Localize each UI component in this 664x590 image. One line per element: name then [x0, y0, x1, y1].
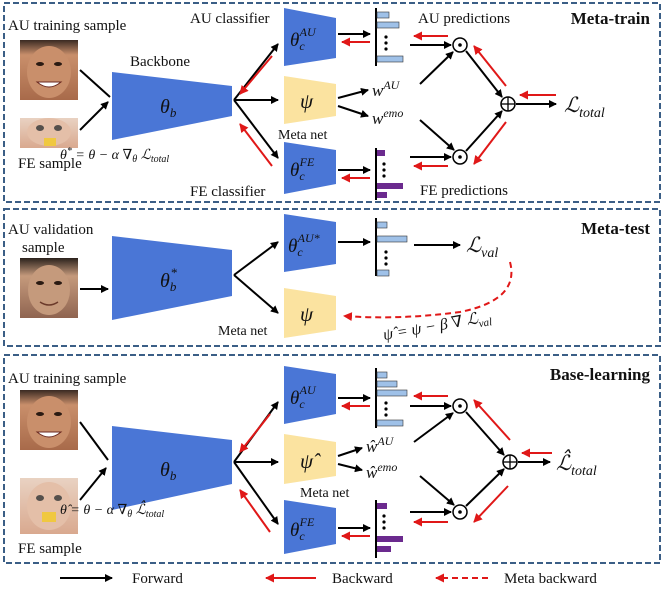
bl-au-multiply-to-sum-arrow: [465, 411, 505, 456]
meta-test-backbone-to-meta-net-arrow: [233, 274, 279, 314]
bl-fe-multiply-to-sum-arrow: [465, 468, 505, 507]
au-training-sample-label: AU training sample: [8, 18, 127, 34]
au-validation-label-line1: AU validation: [8, 222, 94, 238]
bl-fe-to-backbone-arrow: [79, 467, 107, 501]
w-emo-weight: wemo: [372, 106, 403, 128]
base-learning-title: Base-learning: [550, 365, 651, 384]
validation-face-image: [20, 258, 78, 318]
au-multiply-to-sum-arrow: [465, 50, 503, 98]
au-to-backbone-arrow: [79, 69, 111, 98]
bl-w-emo-to-multiply-arrow: [419, 475, 455, 506]
fe-classifier-symbol: θcFE: [290, 155, 315, 183]
w-au-to-multiply-arrow: [419, 51, 454, 85]
au-face-image: [20, 40, 78, 100]
meta-test-meta-net-block: [284, 288, 336, 338]
meta-backward-arrow: [343, 261, 513, 322]
backbone-label: Backbone: [130, 54, 190, 70]
bl-fe-predictions-bars: [375, 500, 403, 558]
bl-meta-net-block: [284, 434, 336, 484]
bl-total-loss: ℒ̂total: [556, 449, 597, 479]
meta-test-border: [3, 208, 661, 347]
base-learning-panel: Base-learning AU training sample FE samp…: [3, 354, 661, 564]
meta-train-title: Meta-train: [571, 9, 651, 28]
bl-meta-net-to-w-emo-arrow: [337, 463, 363, 473]
meta-net-to-w-emo-arrow: [337, 105, 369, 118]
meta-test-meta-net-symbol: ψ: [300, 302, 314, 326]
backward-au-to-backbone-arrow: [239, 55, 273, 95]
meta-net-label: Meta net: [278, 128, 327, 143]
fe-classifier-label: FE classifier: [190, 184, 265, 200]
fe-to-backbone-arrow: [79, 101, 109, 131]
base-learning-border: [3, 354, 661, 564]
legend-meta-backward-label: Meta backward: [504, 571, 597, 587]
meta-net-to-w-au-arrow: [337, 87, 369, 99]
bl-au-classifier-block: [284, 366, 336, 424]
backward-fe-to-backbone-arrow: [239, 123, 273, 167]
meta-train-border: [3, 2, 661, 203]
au-classifier-label: AU classifier: [190, 11, 270, 27]
bl-au-predictions-bars: [375, 368, 408, 428]
w-au-weight: wAU: [372, 78, 401, 100]
meta-test-au-predictions-bars: [375, 218, 408, 277]
meta-test-meta-net-label: Meta net: [218, 324, 267, 339]
bl-backbone-block: [112, 426, 232, 510]
meta-test-classifier-block: [284, 214, 336, 272]
bl-w-au-to-multiply-arrow: [413, 412, 454, 443]
total-loss: ℒtotal: [564, 93, 605, 121]
theta-update-rule: θ* = θ − α ∇θ ℒtotal: [60, 146, 169, 165]
meta-test-backbone-block: [112, 236, 232, 320]
bl-w-emo-weight: ŵemo: [366, 460, 397, 482]
bl-theta-update-rule: θ̂ = θ − α ∇θ ℒ̂total: [60, 499, 164, 520]
bl-fe-sample-label: FE sample: [18, 541, 82, 557]
bl-fe-classifier-block: [284, 500, 336, 554]
bl-fe-face-image: [20, 478, 78, 534]
fe-predictions-bars: [375, 148, 403, 200]
bl-au-training-sample-label: AU training sample: [8, 371, 127, 387]
bl-meta-net-label: Meta net: [300, 486, 349, 501]
legend-backward-label: Backward: [332, 571, 393, 587]
au-validation-label-line2: sample: [22, 240, 65, 256]
bl-au-to-backbone-arrow: [79, 421, 109, 461]
meta-train-panel: Meta-train AU training sample FE sample …: [3, 2, 661, 203]
meta-test-panel: Meta-test AU validation sample θb* θcAU*…: [3, 208, 661, 347]
fe-sample-label: FE sample: [18, 156, 82, 172]
bl-sum-to-au-backward-arrow: [473, 399, 511, 441]
bl-backbone-to-fe-classifier-arrow: [233, 461, 279, 525]
au-predictions-bars: [375, 8, 404, 66]
backbone-to-fe-classifier-arrow: [233, 99, 279, 159]
meta-test-backbone-to-classifier-arrow: [233, 241, 279, 276]
fe-predictions-label: FE predictions: [420, 183, 508, 199]
meta-net-symbol: ψ: [300, 89, 314, 113]
bl-sum-to-fe-backward-arrow: [473, 485, 509, 523]
au-classifier-block: [284, 8, 336, 66]
bl-meta-net-to-w-au-arrow: [337, 446, 363, 457]
au-predictions-label: AU predictions: [418, 11, 510, 27]
backbone-to-au-classifier-arrow: [233, 43, 279, 101]
meta-test-title: Meta-test: [581, 219, 650, 238]
meta-net-block: [284, 76, 336, 124]
sum-to-fe-backward-arrow: [473, 121, 507, 165]
fe-multiply-to-sum-arrow: [465, 110, 503, 152]
bl-backward-fe-to-backbone-arrow: [239, 489, 271, 533]
w-emo-to-multiply-arrow: [419, 119, 455, 151]
backbone-block: [112, 72, 232, 140]
sum-to-au-backward-arrow: [473, 45, 507, 87]
validation-loss: ℒval: [466, 233, 498, 261]
bl-backward-au-to-backbone-arrow: [239, 413, 271, 453]
legend-forward-label: Forward: [132, 571, 183, 587]
legend: Forward Backward Meta backward: [60, 571, 597, 587]
fe-classifier-block: [284, 142, 336, 194]
fe-face-image: [20, 118, 78, 148]
bl-w-au-weight: ŵAU: [366, 434, 395, 456]
bl-au-face-image: [20, 390, 78, 450]
meta-test-backbone-symbol: θb*: [160, 265, 177, 294]
